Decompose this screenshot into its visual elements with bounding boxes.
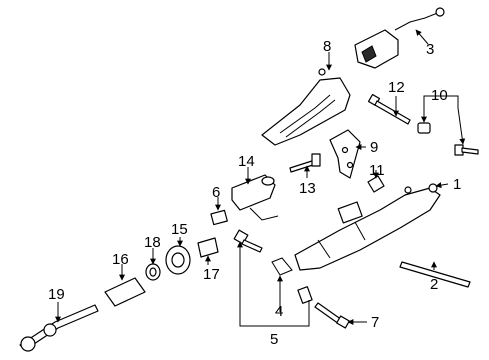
callout-9: 9 <box>370 139 378 156</box>
callout-16: 16 <box>112 251 129 268</box>
part-2-shaft <box>399 261 471 288</box>
callout-11: 11 <box>369 162 385 179</box>
part-14-lock-housing <box>231 174 279 221</box>
callout-3: 3 <box>426 41 434 58</box>
part-4-clip <box>271 257 293 276</box>
part-9-bracket <box>329 129 361 179</box>
callout-6: 6 <box>212 184 220 201</box>
part-6-block <box>210 209 228 226</box>
callout-10: 10 <box>431 87 448 104</box>
part-13-bolt <box>289 153 321 173</box>
part-10-bushing-bolt <box>417 122 479 156</box>
part-15-joint <box>165 245 191 275</box>
callout-15: 15 <box>171 221 188 238</box>
part-8-upper-shroud <box>261 68 351 146</box>
callout-8: 8 <box>323 38 331 55</box>
callout-13: 13 <box>299 180 316 197</box>
part-19-intermediate-shaft <box>19 304 99 352</box>
leader-lines <box>55 29 466 327</box>
callout-2: 2 <box>430 276 438 293</box>
part-1-column-assembly <box>294 183 441 271</box>
callout-4: 4 <box>275 303 283 320</box>
part-3-cable-connector <box>354 7 445 69</box>
part-12-bolt <box>367 93 411 125</box>
callout-19: 19 <box>48 286 65 303</box>
callout-5: 5 <box>270 331 278 348</box>
callout-12: 12 <box>388 79 405 96</box>
callout-18: 18 <box>144 234 161 251</box>
callout-7: 7 <box>371 314 379 331</box>
callout-1: 1 <box>453 176 461 193</box>
part-7-bolt <box>314 302 350 329</box>
callout-14: 14 <box>238 153 255 170</box>
callout-labels: 1 2 3 4 5 6 7 8 9 10 11 12 13 14 15 16 1… <box>48 38 461 348</box>
part-17-sleeve <box>197 237 219 258</box>
part-16-coupling <box>104 277 146 307</box>
callout-17: 17 <box>203 266 220 283</box>
part-18-ring <box>145 263 161 281</box>
